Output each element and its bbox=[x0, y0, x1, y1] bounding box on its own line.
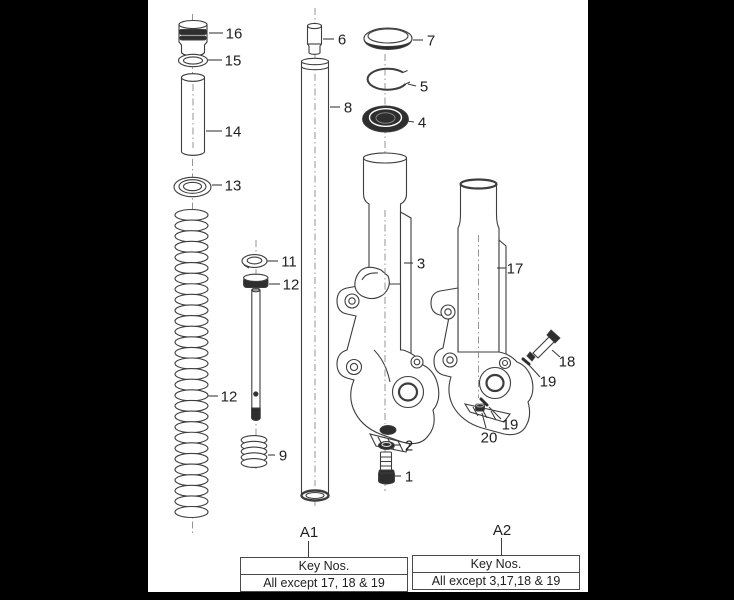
svg-text:12: 12 bbox=[221, 388, 238, 405]
key-table-a1-value: All except 17, 18 & 19 bbox=[240, 574, 408, 592]
svg-text:12: 12 bbox=[283, 276, 300, 293]
part-5-snap-ring-drawing bbox=[366, 67, 411, 91]
callout-19: 19 bbox=[528, 364, 557, 390]
callout-12: 12 bbox=[208, 388, 237, 405]
key-table-a2-value: All except 3,17,18 & 19 bbox=[412, 572, 580, 590]
part-19-pin-upper-drawing bbox=[521, 357, 531, 366]
part-8-inner-tube-drawing bbox=[300, 57, 330, 502]
svg-text:18: 18 bbox=[559, 353, 576, 370]
callout-2: 2 bbox=[395, 437, 413, 454]
callout-8: 8 bbox=[330, 99, 352, 116]
a1-connector-line bbox=[308, 541, 309, 557]
callout-18: 18 bbox=[551, 349, 576, 370]
svg-text:3: 3 bbox=[417, 255, 425, 272]
part-14-spacer-tube-drawing bbox=[180, 73, 206, 156]
callout-6: 6 bbox=[323, 31, 346, 48]
svg-text:15: 15 bbox=[225, 52, 242, 69]
svg-text:5: 5 bbox=[420, 78, 428, 95]
callout-19: 19 bbox=[488, 406, 519, 433]
part-3-outer-tube-drawing bbox=[336, 152, 440, 453]
part-11-washer-drawing bbox=[241, 254, 268, 269]
part-7-cap-drawing bbox=[363, 27, 413, 50]
assembly-a2-label: A2 bbox=[492, 522, 512, 539]
callout-11: 11 bbox=[267, 253, 297, 270]
key-table-a1: Key Nos. All except 17, 18 & 19 bbox=[240, 557, 408, 592]
part-13-washer-drawing bbox=[173, 176, 212, 198]
part-9-rebound-spring-drawing bbox=[240, 435, 268, 468]
key-table-a2-header: Key Nos. bbox=[412, 555, 580, 573]
svg-text:7: 7 bbox=[427, 32, 435, 49]
svg-text:1: 1 bbox=[405, 468, 413, 485]
callout-20: 20 bbox=[481, 412, 498, 446]
key-table-a2: Key Nos. All except 3,17,18 & 19 bbox=[412, 555, 580, 590]
center-lines bbox=[192, 8, 479, 533]
callout-14: 14 bbox=[206, 123, 241, 140]
callout-7: 7 bbox=[413, 32, 435, 49]
assembly-a1-label: A1 bbox=[299, 524, 319, 541]
svg-text:19: 19 bbox=[540, 373, 557, 390]
a2-connector-line bbox=[501, 538, 502, 555]
callout-9: 9 bbox=[268, 447, 287, 464]
part-1-bolt-drawing bbox=[378, 451, 395, 485]
callout-4: 4 bbox=[406, 114, 426, 131]
part-20-nut-drawing bbox=[475, 403, 485, 412]
svg-text:19: 19 bbox=[502, 416, 519, 433]
svg-text:4: 4 bbox=[418, 114, 426, 131]
part-18-bolt-drawing bbox=[526, 329, 561, 362]
svg-text:2: 2 bbox=[405, 437, 413, 454]
part-6-bushing-drawing bbox=[306, 22, 323, 55]
part-4-oil-seal-drawing bbox=[362, 105, 409, 133]
svg-text:14: 14 bbox=[225, 123, 242, 140]
callout-16: 16 bbox=[209, 25, 242, 42]
part-16-fork-cap-drawing bbox=[178, 19, 208, 57]
callout-3: 3 bbox=[404, 255, 425, 272]
callout-12: 12 bbox=[269, 276, 299, 293]
svg-text:20: 20 bbox=[481, 429, 498, 446]
callout-13: 13 bbox=[212, 177, 241, 194]
part-2-washer-drawing bbox=[378, 441, 395, 450]
svg-text:8: 8 bbox=[344, 99, 352, 116]
part-15-oring-drawing bbox=[177, 53, 209, 68]
svg-text:17: 17 bbox=[507, 260, 524, 277]
svg-text:9: 9 bbox=[279, 447, 287, 464]
callout-5: 5 bbox=[407, 78, 428, 95]
key-table-a1-header: Key Nos. bbox=[240, 557, 408, 575]
part-17-outer-tube-drawing bbox=[430, 178, 534, 436]
part-12-damper-rod-drawing bbox=[243, 273, 269, 421]
svg-text:16: 16 bbox=[226, 25, 243, 42]
svg-text:11: 11 bbox=[281, 253, 297, 270]
part-19-pin-lower-drawing bbox=[479, 397, 489, 407]
callout-15: 15 bbox=[208, 52, 241, 69]
svg-text:13: 13 bbox=[225, 177, 242, 194]
callout-1: 1 bbox=[394, 468, 413, 485]
part-12-main-spring-drawing bbox=[174, 208, 209, 519]
svg-text:6: 6 bbox=[338, 31, 346, 48]
callout-17: 17 bbox=[497, 260, 523, 277]
